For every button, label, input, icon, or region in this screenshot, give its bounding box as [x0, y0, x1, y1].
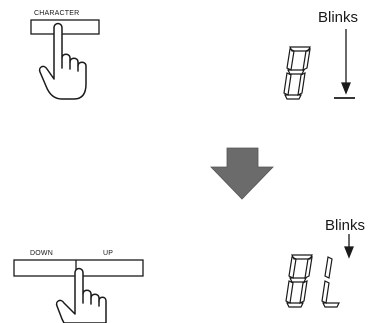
down-button-label: DOWN	[30, 250, 53, 257]
pressing-hand-icon	[40, 24, 86, 100]
blinks-arrow-2	[345, 234, 353, 257]
display-char-b	[284, 47, 310, 99]
blinks-arrow-1	[342, 29, 350, 93]
character-button[interactable]	[31, 20, 99, 34]
display-char-b-2	[286, 255, 312, 307]
blinks-label-1: Blinks	[318, 10, 358, 25]
display-char-l	[322, 257, 339, 307]
character-button-label: CHARACTER	[34, 10, 79, 17]
pressing-hand-icon-2	[57, 269, 106, 323]
transition-arrow-icon	[211, 148, 273, 199]
blinks-label-2: Blinks	[325, 218, 365, 233]
up-button-label: UP	[103, 250, 113, 257]
down-button[interactable]	[14, 260, 76, 276]
up-button[interactable]	[76, 260, 143, 276]
